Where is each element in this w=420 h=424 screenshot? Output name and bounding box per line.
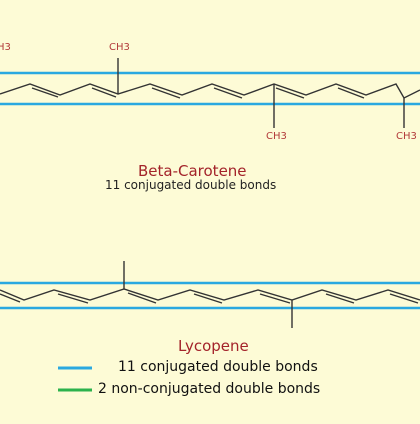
beta-carotene-double-bonds (31, 87, 365, 99)
beta-carotene-methyl-label-1: CH3 (0, 42, 11, 53)
lycopene-title: Lycopene (178, 337, 249, 355)
beta-carotene-methyl-label-2: CH3 (109, 42, 130, 53)
beta-carotene-subtitle: 11 conjugated double bonds (105, 178, 277, 192)
lycopene-methyl-bonds (123, 261, 293, 328)
beta-carotene-chain (0, 83, 420, 99)
lycopene-highlight-box (0, 281, 420, 310)
legend-label-non-conjugated: 2 non-conjugated double bonds (98, 381, 321, 397)
legend-label-conjugated: 11 conjugated double bonds (118, 359, 318, 375)
lycopene-chain (0, 288, 420, 301)
beta-carotene-methyl-label-4: CH3 (396, 131, 417, 142)
lycopene-double-bonds (0, 292, 419, 304)
beta-carotene-title: Beta-Carotene (138, 162, 247, 180)
beta-carotene-methyl-bonds (117, 58, 405, 128)
beta-carotene-highlight-box (0, 71, 420, 106)
beta-carotene-methyl-label-3: CH3 (266, 131, 287, 142)
